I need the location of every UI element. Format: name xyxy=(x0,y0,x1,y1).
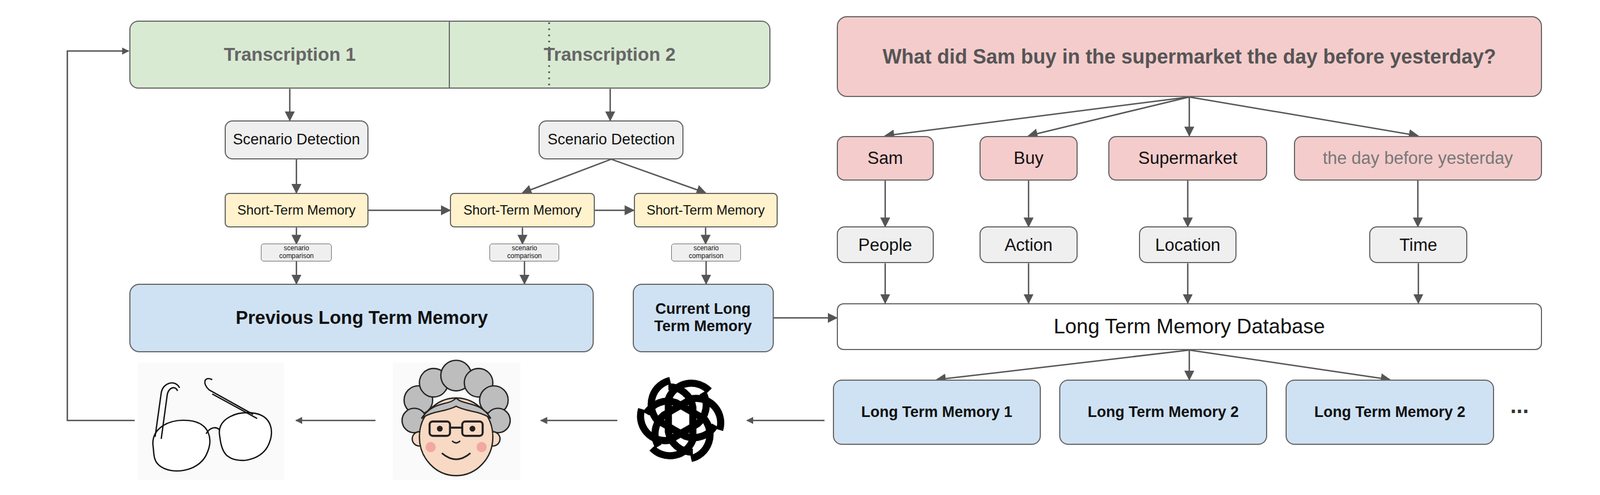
node-label: Short-Term Memory xyxy=(463,202,582,218)
connector-arrow xyxy=(522,159,612,193)
node-label: Supermarket xyxy=(1138,148,1238,169)
connector-arrow xyxy=(705,261,707,284)
transcription-band: Transcription 1 xyxy=(129,20,450,90)
node-label: Scenario Detection xyxy=(233,131,361,149)
category-box: Time xyxy=(1369,226,1468,264)
connector-arrow xyxy=(1028,180,1030,227)
keyword-box: the day before yesterday xyxy=(1293,136,1543,182)
node-label: scenario comparison xyxy=(676,244,736,261)
node-label: Long Term Memory 2 xyxy=(1087,403,1239,421)
connector-arrow xyxy=(1186,180,1189,227)
connector-arrow xyxy=(1028,97,1190,137)
connector-arrow xyxy=(368,209,450,212)
comparison-box: scenario comparison xyxy=(489,243,560,262)
memory-box: Current Long Term Memory xyxy=(632,283,774,353)
keyword-box: Sam xyxy=(836,136,934,182)
connector-arrow xyxy=(1028,263,1030,303)
connector-arrow xyxy=(1417,180,1419,227)
node-label: the day before yesterday xyxy=(1322,148,1514,169)
connector-arrow xyxy=(521,227,524,244)
memory-box: Short-Term Memory xyxy=(449,192,595,228)
database-box: Long Term Memory Database xyxy=(836,303,1543,351)
keyword-box: Supermarket xyxy=(1108,136,1268,182)
connector-arrow xyxy=(295,227,298,244)
node-label: Buy xyxy=(1013,148,1044,169)
node-label: Previous Long Term Memory xyxy=(235,307,488,329)
connector-arrow xyxy=(609,88,612,121)
node-label: Time xyxy=(1399,235,1438,256)
category-box: Location xyxy=(1138,226,1238,264)
connector-arrow xyxy=(295,261,298,284)
connector-arrow xyxy=(1189,97,1418,137)
connector-arrow xyxy=(289,88,292,121)
node-label: Short-Term Memory xyxy=(646,202,765,218)
connector-arrow xyxy=(1188,350,1191,380)
node-label: scenario comparison xyxy=(495,244,554,261)
node-label: Action xyxy=(1004,235,1053,256)
connector-arrow xyxy=(1186,263,1189,303)
glasses-illustration xyxy=(137,362,284,480)
node-label: Long Term Memory Database xyxy=(1053,314,1326,339)
node-label: Sam xyxy=(867,148,904,169)
node-label: Location xyxy=(1155,235,1221,256)
node-label: Long Term Memory 1 xyxy=(861,403,1013,421)
connector-arrow xyxy=(594,209,634,212)
node-label: What did Sam buy in the supermarket the … xyxy=(882,45,1496,69)
grandma-illustration xyxy=(393,360,521,480)
memory-box: Previous Long Term Memory xyxy=(129,283,594,353)
connector-arrow xyxy=(1189,350,1390,380)
connector-arrow xyxy=(884,180,887,227)
memory-box: Short-Term Memory xyxy=(224,192,369,228)
node-label: Short-Term Memory xyxy=(237,202,356,218)
memory-box: Long Term Memory 2 xyxy=(1285,379,1494,445)
node-label: Long Term Memory 2 xyxy=(1314,403,1466,421)
transcription-band: Transcription 2 xyxy=(449,20,771,90)
connector-arrow xyxy=(936,350,1190,380)
memory-box: Long Term Memory 1 xyxy=(832,379,1041,445)
connector-arrow xyxy=(1188,97,1191,137)
connector-arrow xyxy=(704,227,707,244)
connector-arrow xyxy=(1417,263,1420,303)
memory-box: Long Term Memory 2 xyxy=(1059,379,1268,445)
connector-arrow xyxy=(884,263,887,303)
node-label: People xyxy=(858,235,913,256)
connector-arrow xyxy=(295,159,298,193)
query-box: What did Sam buy in the supermarket the … xyxy=(836,16,1543,98)
process-box: Scenario Detection xyxy=(224,120,369,160)
openai-logo xyxy=(634,376,727,463)
process-box: Scenario Detection xyxy=(538,120,684,160)
category-box: People xyxy=(836,226,934,264)
ellipsis-label: ... xyxy=(1510,393,1529,419)
node-label: scenario comparison xyxy=(266,244,327,261)
node-label: Current Long Term Memory xyxy=(638,300,769,336)
connector-arrow xyxy=(611,159,706,193)
category-box: Action xyxy=(979,226,1078,264)
comparison-box: scenario comparison xyxy=(671,243,741,262)
node-label: Transcription 1 xyxy=(224,44,357,66)
memory-box: Short-Term Memory xyxy=(633,192,778,228)
keyword-box: Buy xyxy=(979,136,1078,182)
comparison-box: scenario comparison xyxy=(260,243,332,262)
node-label: Scenario Detection xyxy=(547,131,675,149)
connector-arrow xyxy=(524,261,526,284)
connector-arrow xyxy=(773,317,837,319)
connector-arrow xyxy=(885,97,1190,137)
node-label: Transcription 2 xyxy=(543,44,676,66)
